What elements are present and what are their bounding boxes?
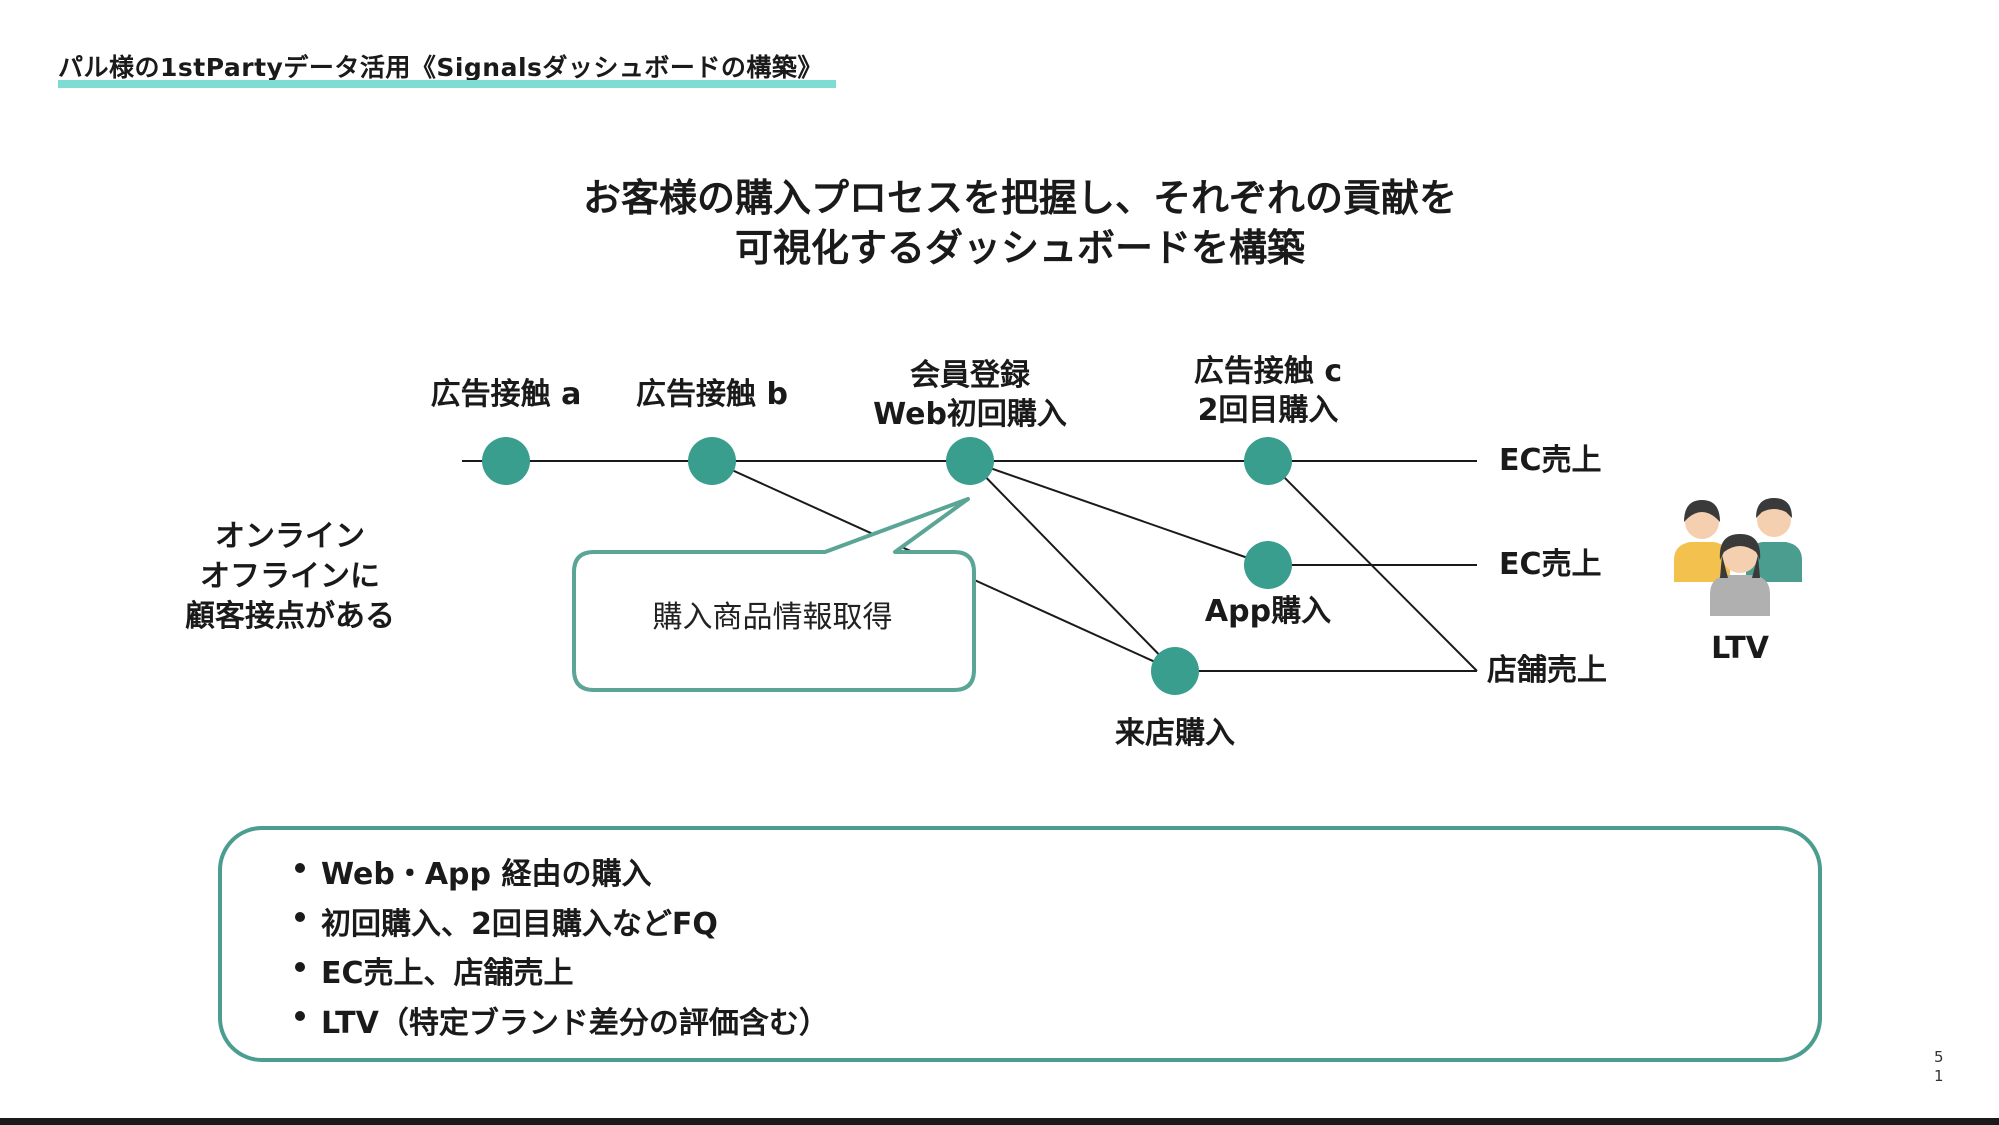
edge-signup-to-store <box>969 460 1176 672</box>
header-underline <box>58 80 836 88</box>
page-number: 5 1 <box>1934 1048 1944 1086</box>
summary-bullet: Web・App 経由の購入 <box>295 850 829 900</box>
node-store-visit <box>1151 647 1199 695</box>
node-ad-b <box>688 437 736 485</box>
summary-bullet-text: 初回購入、2回目購入などFQ <box>321 906 718 942</box>
summary-bullet: 初回購入、2回目購入などFQ <box>295 900 829 950</box>
label-ec-sales-1: EC売上 <box>1499 443 1602 478</box>
headline-line-2: 可視化するダッシュボードを構築 <box>734 226 1305 270</box>
label-signup-line-1: 会員登録 <box>910 358 1030 393</box>
label-ad-b: 広告接触 b <box>636 377 788 412</box>
node-signup <box>946 437 994 485</box>
people-group-icon <box>1674 498 1802 616</box>
online-offline-note: オンライン オフラインに 顧客接点がある <box>185 517 395 637</box>
summary-box <box>218 826 1822 1062</box>
bullet-dot-icon <box>295 912 305 922</box>
summary-bullet-text: LTV（特定ブランド差分の評価含む） <box>321 1005 829 1041</box>
edge-adc-to-store-sales <box>1267 460 1478 672</box>
bullet-dot-icon <box>295 1011 305 1021</box>
label-store-sales: 店舗売上 <box>1487 653 1607 688</box>
bullet-dot-icon <box>295 961 305 972</box>
label-app-purchase: App購入 <box>1204 594 1332 629</box>
bottom-bar <box>0 1118 1999 1125</box>
node-app-purchase <box>1244 541 1292 589</box>
label-ec-sales-2: EC売上 <box>1499 547 1602 582</box>
label-ad-a: 広告接触 a <box>430 377 582 412</box>
label-ad-c-line-2: 2回目購入 <box>1197 393 1339 428</box>
summary-bullet: EC売上、店舗売上 <box>295 949 829 999</box>
headline-line-1: お客様の購入プロセスを把握し、それぞれの貢献を <box>582 176 1457 220</box>
label-store-visit: 来店購入 <box>1115 716 1235 751</box>
online-note-line-1: オンライン <box>215 519 365 554</box>
online-note-line-2: オフラインに <box>200 559 380 594</box>
edge-signup-to-app <box>969 460 1269 566</box>
label-ad-c-line-1: 広告接触 c <box>1193 354 1343 389</box>
summary-bullet-text: Web・App 経由の購入 <box>321 857 652 892</box>
callout-text: 購入商品情報取得 <box>652 600 893 635</box>
page-number-digit-2: 1 <box>1934 1067 1944 1085</box>
node-ad-c <box>1244 437 1292 485</box>
label-ltv: LTV <box>1711 631 1769 666</box>
node-ad-a <box>482 437 530 485</box>
callout-bubble <box>572 497 976 692</box>
online-note-line-3: 顧客接点がある <box>185 599 395 634</box>
summary-bullet: LTV（特定ブランド差分の評価含む） <box>295 999 829 1049</box>
summary-bullet-list: Web・App 経由の購入 初回購入、2回目購入などFQ EC売上、店舗売上 L… <box>295 850 829 1048</box>
page-number-digit-1: 5 <box>1934 1048 1944 1066</box>
label-signup-line-2: Web初回購入 <box>873 397 1067 432</box>
bullet-dot-icon <box>295 862 305 873</box>
header-title: パル様の1stPartyデータ活用《Signalsダッシュボードの構築》 <box>58 53 823 82</box>
summary-bullet-text: EC売上、店舗売上 <box>321 956 574 991</box>
